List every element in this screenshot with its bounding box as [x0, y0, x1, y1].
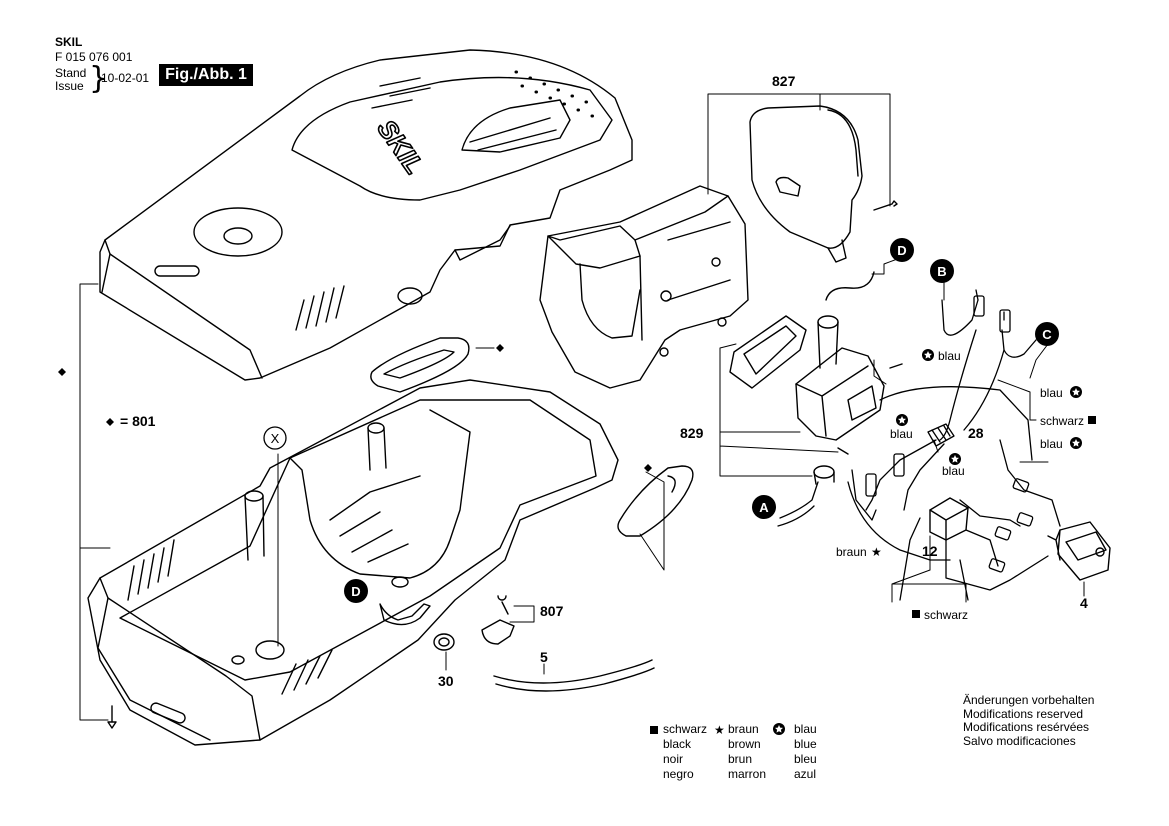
wire-label-blau-c: blau [1040, 386, 1082, 400]
diamond-markers [58, 344, 652, 472]
svg-text:blau: blau [890, 427, 913, 441]
callout-x: X [263, 426, 287, 450]
part-number: F 015 076 001 [55, 50, 133, 64]
cable-grommet [433, 633, 455, 651]
legend-blau-es: azul [794, 767, 817, 781]
wire-label-blau-right2: blau [1040, 437, 1082, 451]
legend-blau-en: blue [794, 737, 817, 751]
figure-tag: Fig./Abb. 1 [159, 64, 253, 86]
legend-symbols: ★ [650, 723, 785, 737]
svg-text:schwarz: schwarz [1040, 414, 1084, 428]
svg-text:schwarz: schwarz [924, 608, 968, 622]
legend-square-icon [650, 726, 658, 734]
fan-cover [749, 105, 898, 263]
part-label-801: = 801 [120, 413, 156, 429]
diamond-marker-left [58, 368, 66, 376]
callout-d-clamp: D [344, 579, 368, 603]
diamond-marker-lower [644, 464, 652, 472]
disclaimer-es: Salvo modificaciones [963, 733, 1076, 748]
legend-braun-fr: brun [728, 752, 753, 766]
connector-block [729, 271, 903, 485]
screw-bottom-left [107, 705, 117, 729]
issue-label: Issue [55, 79, 84, 93]
svg-text:D: D [897, 243, 906, 258]
legend-schwarz-en: black [663, 737, 692, 751]
svg-text:★: ★ [871, 545, 882, 559]
stand-label: Stand [55, 66, 87, 80]
svg-text:blau: blau [942, 464, 965, 478]
brace-symbol: } [89, 61, 109, 96]
svg-text:blau: blau [1040, 437, 1063, 451]
part-label-30: 30 [438, 673, 454, 689]
part-label-12: 12 [922, 543, 938, 559]
legend-blau-de: blau [794, 722, 817, 736]
diamond-legend-marker [106, 418, 114, 426]
wire-label-blau-b: blau [922, 349, 961, 363]
wire-label-blau-low: blau [942, 453, 965, 478]
handle-insert-upper [370, 337, 470, 393]
legend-braun-es: marron [728, 767, 767, 781]
brand-label: SKIL [55, 35, 83, 49]
svg-text:braun: braun [836, 545, 867, 559]
housing-logo: SKIL [371, 114, 430, 180]
legend-blau-fr: bleu [794, 752, 817, 766]
disclaimer-en: Modifications reserved [963, 706, 1084, 721]
handle-insert-lower [617, 465, 694, 537]
legend-braun: braun brown brun marron [728, 722, 766, 782]
modifications-disclaimer: Änderungen vorbehalten Modifications res… [963, 693, 1095, 748]
leader-lines [79, 93, 1085, 721]
part-label-5: 5 [540, 649, 548, 665]
svg-text:blau: blau [1040, 386, 1063, 400]
legend-braun-de: braun [728, 722, 759, 736]
legend-braun-en: brown [728, 737, 761, 751]
wire-label-schwarz-bottom: schwarz [912, 608, 968, 622]
disclaimer-de: Änderungen vorbehalten [963, 693, 1095, 707]
callout-b: B [930, 259, 954, 283]
part-label-4: 4 [1080, 595, 1088, 611]
disclaimer-fr: Modifications resérvées [963, 720, 1090, 734]
callout-a: A [752, 495, 776, 519]
wire-label-blau-mid: blau [890, 414, 913, 441]
callout-c: C [1035, 322, 1059, 346]
svg-text:blau: blau [938, 349, 961, 363]
wiring [777, 289, 1061, 601]
part-label-827: 827 [772, 73, 796, 89]
capacitor [929, 497, 969, 541]
callout-d-wire: D [890, 238, 914, 262]
legend-star-icon: ★ [714, 723, 725, 737]
issue-date: 10-02-01 [101, 71, 150, 85]
wire-label-schwarz-right: schwarz [1040, 414, 1096, 428]
legend-schwarz: schwarz black noir negro [663, 722, 707, 782]
switch [1047, 521, 1111, 581]
bottom-base-housing [87, 379, 619, 746]
top-housing-cover: SKIL [99, 49, 633, 381]
power-cord [493, 659, 655, 692]
part-label-28: 28 [968, 425, 984, 441]
svg-text:B: B [937, 264, 946, 279]
wire-label-braun: braun ★ [836, 545, 882, 559]
legend-blau: blau blue bleu azul [794, 722, 817, 782]
legend-schwarz-de: schwarz [663, 722, 708, 736]
motor-housing [539, 185, 749, 389]
svg-text:X: X [271, 431, 280, 446]
legend-schwarz-fr: noir [663, 752, 684, 766]
legend-schwarz-es: negro [663, 767, 694, 781]
svg-text:A: A [759, 500, 769, 515]
svg-text:D: D [351, 584, 360, 599]
svg-text:C: C [1042, 327, 1052, 342]
part-label-829: 829 [680, 425, 704, 441]
diamond-marker-upper [496, 344, 504, 352]
part-label-807: 807 [540, 603, 564, 619]
cord-clamp [379, 595, 515, 645]
